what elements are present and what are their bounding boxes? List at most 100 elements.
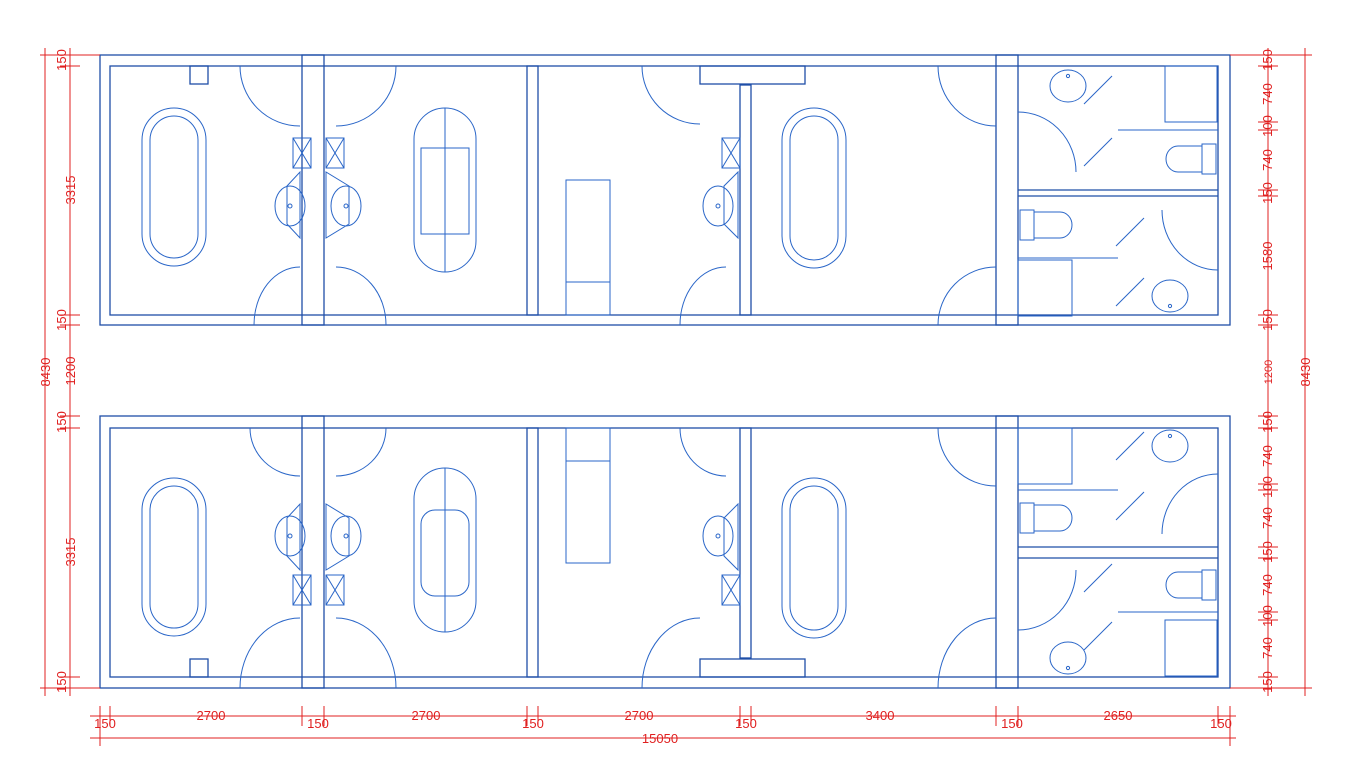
bathtub-icon — [781, 107, 847, 269]
dim-left-top-2: 150 — [54, 309, 69, 331]
door-swing-icon — [249, 427, 301, 477]
door-swing-icon — [641, 617, 701, 689]
bottom-outer-wall — [99, 415, 1231, 689]
toilet-icon — [1165, 143, 1217, 175]
shower-tray-icon — [1017, 427, 1073, 485]
dim-right-bottom-5: 740 — [1260, 574, 1275, 596]
dim-right-mid: 1200 — [1263, 360, 1275, 384]
door-swing-icon — [937, 427, 997, 487]
dim-bottom-0: 150 — [94, 716, 116, 731]
basin-icon — [1151, 429, 1189, 463]
dim-bottom-1: 2700 — [197, 708, 226, 723]
dim-right-bottom-0: 150 — [1260, 411, 1275, 433]
shaft-icon — [325, 137, 345, 169]
bathtub-inner-icon — [149, 485, 199, 629]
dim-left-bottom-0: 150 — [54, 411, 69, 433]
door-swing-icon — [1017, 569, 1077, 631]
bathtub-icon — [141, 477, 207, 637]
sink-icon — [702, 170, 739, 240]
door-swing-icon — [335, 617, 397, 689]
stall-partition — [1018, 489, 1218, 613]
bathtub-inner-icon — [789, 115, 839, 261]
stall-door-icon — [1083, 431, 1145, 651]
dim-right-top-6: 150 — [1260, 309, 1275, 331]
toilet-icon — [1165, 569, 1217, 601]
bottom-wall-niche-2 — [699, 658, 806, 678]
dim-bottom-8: 150 — [1001, 716, 1023, 731]
bottom-wall-niche — [189, 658, 209, 678]
dim-left-bottom-1: 3315 — [63, 538, 78, 567]
shaft-icon — [721, 574, 741, 606]
dim-bottom-6: 150 — [735, 716, 757, 731]
dim-right-top-2: 100 — [1260, 115, 1275, 137]
dim-right-bottom-2: 100 — [1260, 476, 1275, 498]
dim-left-bottom-2: 150 — [54, 671, 69, 693]
dim-bottom-9: 2650 — [1104, 708, 1133, 723]
sink-icon — [325, 171, 362, 239]
dim-right-bottom-7: 740 — [1260, 637, 1275, 659]
shaft-icon — [292, 137, 312, 169]
door-swing-icon — [679, 427, 727, 477]
door-swing-icon — [1161, 473, 1219, 535]
bottom-partition-4 — [995, 415, 1019, 689]
cabinet-icon — [565, 179, 611, 316]
dim-right-top-0: 150 — [1260, 49, 1275, 71]
top-wall-niche-2 — [699, 65, 806, 85]
dim-right-bottom-1: 740 — [1260, 445, 1275, 467]
door-swing-icon — [253, 266, 301, 326]
dim-overall-width: 15050 — [642, 731, 678, 746]
bottom-partition-2 — [526, 427, 539, 678]
toilet-icon — [1019, 502, 1073, 534]
door-swing-icon — [335, 266, 387, 326]
shaft-icon — [325, 574, 345, 606]
dim-bottom-10: 150 — [1210, 716, 1232, 731]
basin-icon — [1151, 279, 1189, 313]
top-partition-1 — [301, 54, 325, 326]
door-swing-icon — [335, 427, 387, 477]
dim-bottom-2: 150 — [307, 716, 329, 731]
toilet-icon — [1019, 209, 1073, 241]
stall-door-icon — [1083, 75, 1145, 307]
dim-right-top-3: 740 — [1260, 149, 1275, 171]
door-swing-icon — [937, 617, 997, 689]
shower-tray-icon — [1164, 65, 1218, 123]
basin-icon — [1049, 641, 1087, 675]
bathtub-icon — [141, 107, 207, 267]
top-partition-4 — [995, 54, 1019, 326]
dim-right-bottom-8: 150 — [1260, 671, 1275, 693]
bottom-inner-wall — [109, 427, 1219, 678]
bottom-partition-3 — [739, 427, 752, 659]
top-row-bathrooms — [99, 54, 1231, 326]
sink-icon — [702, 502, 739, 572]
bottom-row-bathrooms — [99, 415, 1231, 689]
sink-icon — [274, 170, 306, 240]
sink-icon — [325, 503, 362, 571]
dim-right-bottom-4: 150 — [1260, 541, 1275, 563]
dim-left-top-0: 150 — [54, 49, 69, 71]
cabinet-icon — [565, 427, 611, 564]
dim-bottom-3: 2700 — [412, 708, 441, 723]
dim-bottom-7: 3400 — [866, 708, 895, 723]
right-tick-marks — [1230, 54, 1312, 689]
dim-right-top-5: 1580 — [1260, 242, 1275, 271]
top-wall-niche — [189, 65, 209, 85]
dim-right-total: 8430 — [1298, 358, 1313, 387]
dim-left-top-1: 3315 — [63, 176, 78, 205]
bottom-tick-marks — [99, 706, 1231, 746]
door-swing-icon — [937, 65, 997, 127]
dim-left-mid: 1200 — [63, 357, 78, 386]
door-swing-icon — [335, 65, 397, 127]
dim-right-bottom-3: 740 — [1260, 507, 1275, 529]
top-partition-3 — [739, 84, 752, 316]
dim-right-bottom-6: 100 — [1260, 605, 1275, 627]
bathtub-inner-icon — [789, 485, 839, 631]
door-swing-icon — [641, 65, 701, 125]
dim-bottom-4: 150 — [522, 716, 544, 731]
stall-partition — [1018, 129, 1218, 259]
shower-tray-icon — [1164, 619, 1218, 677]
top-outer-wall — [99, 54, 1231, 326]
dimension-labels: 150 2700 150 2700 150 2700 150 3400 150 … — [38, 49, 1313, 746]
dim-bottom-5: 2700 — [625, 708, 654, 723]
bottom-partition-1 — [301, 415, 325, 689]
